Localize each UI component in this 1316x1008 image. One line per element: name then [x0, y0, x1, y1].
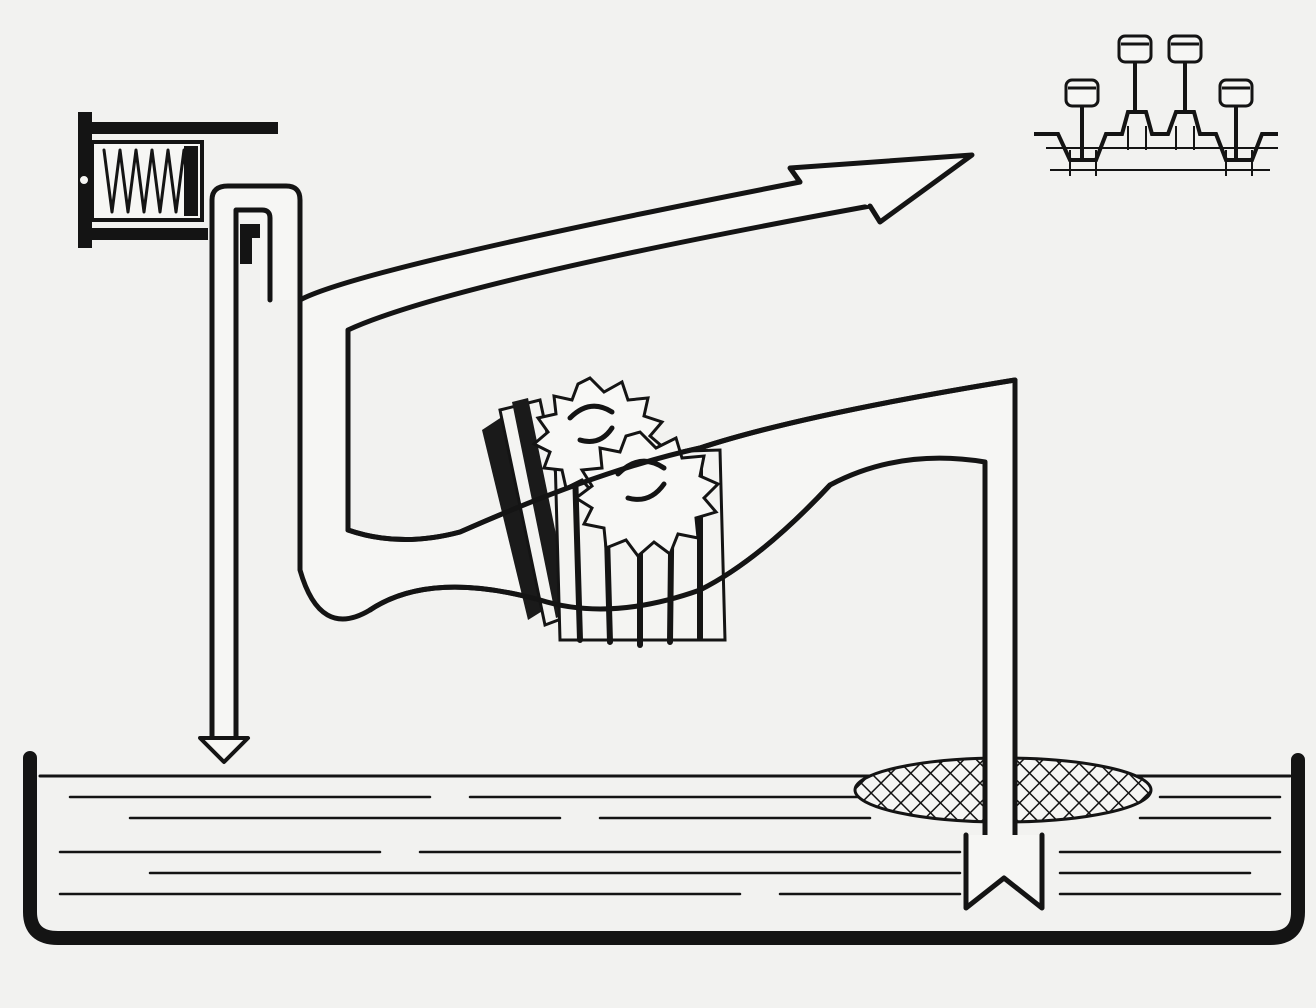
suction-flow — [966, 835, 1042, 908]
pressure-relief-valve — [78, 112, 300, 762]
gear-pair-icon — [482, 378, 725, 645]
crankshaft-pistons-icon — [1034, 36, 1278, 176]
arrow-down-icon — [200, 738, 248, 762]
arrow-up-icon — [966, 835, 1042, 908]
engine-bearings — [1034, 36, 1278, 176]
relief-return-flow — [200, 738, 248, 762]
